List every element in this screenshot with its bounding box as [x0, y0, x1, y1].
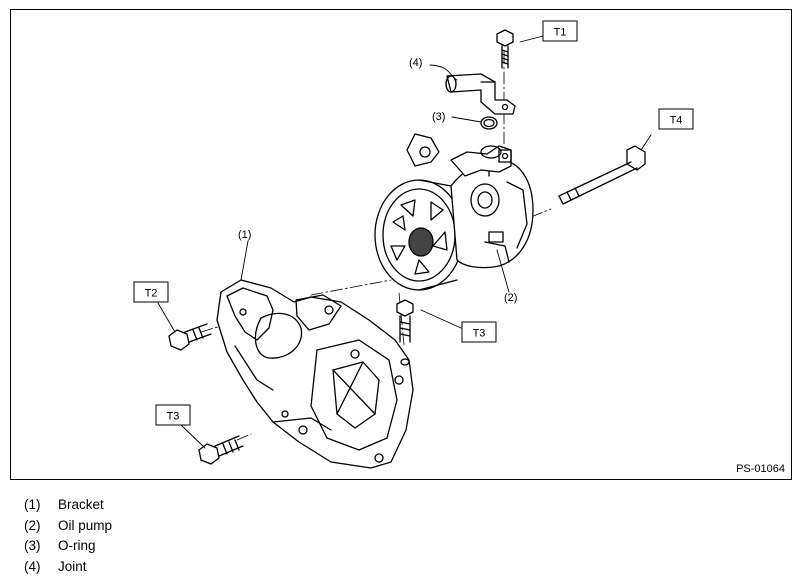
callout-bracket: (1) — [238, 229, 251, 241]
callout-o-ring: (3) — [432, 111, 445, 123]
figure-code: PS-01064 — [736, 463, 785, 475]
legend-item: (1) Bracket — [24, 495, 112, 516]
svg-text:T3: T3 — [167, 411, 180, 423]
legend-item: (2) Oil pump — [24, 516, 112, 537]
legend-label: Oil pump — [58, 517, 113, 533]
o-ring-drawing — [480, 116, 498, 130]
parts-legend: (1) Bracket (2) Oil pump (3) O-ring (4) … — [24, 495, 112, 578]
legend-number: (4) — [24, 559, 41, 575]
bolt-t4-drawing — [558, 145, 646, 205]
legend-number: (1) — [24, 497, 41, 512]
legend-label: O-ring — [58, 538, 96, 554]
exploded-view-drawing: (1) (2) (3) (4) T1 T2 T3 T3 T4 — [133, 20, 694, 469]
bracket-drawing — [216, 279, 414, 469]
joint-drawing — [445, 73, 516, 115]
exploded-view-figure: (1) (2) (3) (4) T1 T2 T3 T3 T4 PS-01064 — [10, 9, 792, 480]
torque-tag-t3-upper: T3 — [461, 321, 497, 343]
legend-item: (4) Joint — [24, 557, 112, 578]
svg-text:T1: T1 — [554, 27, 567, 39]
callout-oil-pump: (2) — [504, 292, 517, 304]
legend-label: Joint — [58, 559, 87, 575]
legend-label: Bracket — [58, 497, 104, 512]
legend-item: (3) O-ring — [24, 536, 112, 557]
oil-pump-drawing — [374, 133, 534, 291]
bolt-t2-drawing — [168, 323, 212, 351]
legend-number: (3) — [24, 538, 41, 554]
bolt-t3-upper-drawing — [396, 299, 414, 366]
bolt-t1-drawing — [496, 29, 514, 69]
torque-tag-t4: T4 — [658, 108, 694, 130]
torque-tag-t3-lower: T3 — [155, 404, 191, 426]
torque-tag-t2: T2 — [133, 281, 169, 303]
bolt-t3-lower-drawing — [198, 435, 244, 465]
svg-text:T4: T4 — [670, 115, 683, 127]
svg-text:T3: T3 — [473, 328, 486, 340]
svg-text:T2: T2 — [145, 288, 158, 300]
callout-joint: (4) — [409, 57, 422, 69]
torque-tag-t1: T1 — [542, 20, 578, 42]
legend-number: (2) — [24, 517, 41, 533]
